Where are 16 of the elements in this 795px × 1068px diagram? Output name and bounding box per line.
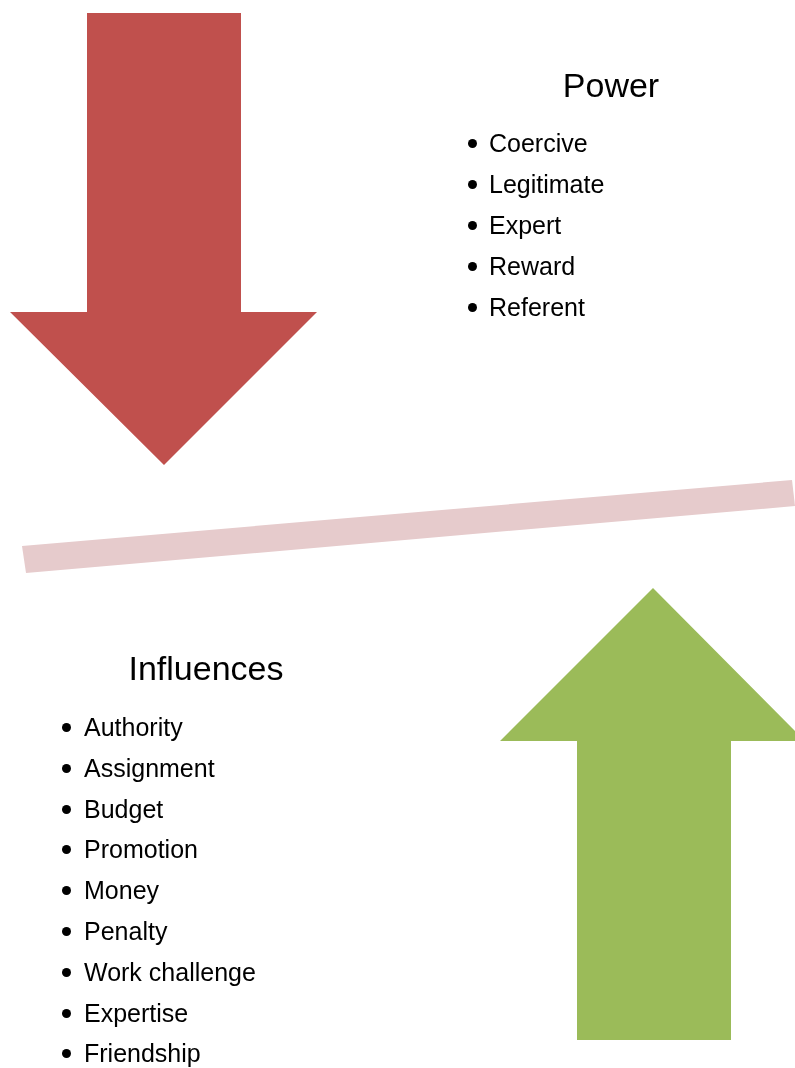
list-item: Money [84,875,160,906]
list-item: Work challenge [84,956,256,987]
list-item: Legitimate [489,169,605,199]
section-heading: Power [562,65,660,105]
list-item: Expertise [84,997,189,1028]
list-item: Promotion [84,834,198,865]
list-item: Budget [84,793,164,824]
list-item: Coercive [489,128,588,158]
list-item: Penalty [84,916,168,946]
list-item: Expert [489,210,562,240]
list-item: Referent [489,292,585,322]
list-item: Authority [84,712,183,742]
list-item: Friendship [84,1038,201,1068]
section-heading: Influences [128,648,284,688]
list-item: Reward [489,251,576,281]
list-item: Assignment [84,752,215,783]
